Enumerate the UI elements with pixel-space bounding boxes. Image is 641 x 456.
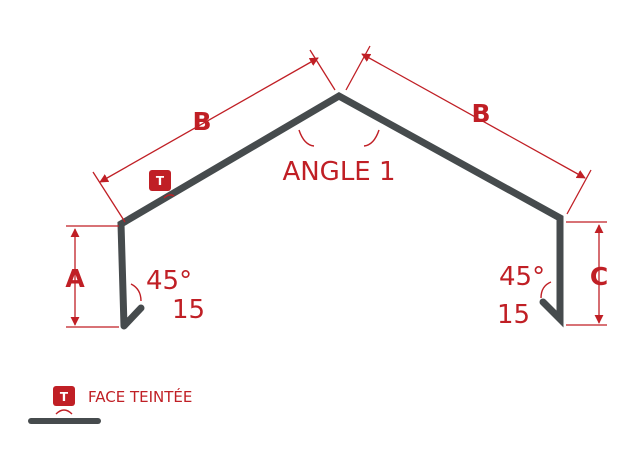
hem-angle-right: 45° (499, 262, 545, 292)
angle-arc-right (363, 129, 380, 147)
hem-arc-left (130, 283, 142, 302)
legend-pointer-icon (55, 409, 73, 415)
hem-length-left: 15 (172, 295, 205, 325)
legend-label: FACE TEINTÉE (88, 387, 192, 406)
dimension-a: A (65, 225, 119, 328)
dimension-label-c: C (590, 262, 608, 291)
angle-arc-left (298, 129, 315, 147)
dimension-label-b-right: B (471, 99, 490, 128)
badge-pointer-icon (163, 194, 175, 199)
tinted-face-badge: T (149, 170, 175, 199)
dimension-label-b-left: B (192, 107, 211, 136)
legend: T FACE TEINTÉE (28, 386, 192, 424)
angle-label: ANGLE 1 (282, 157, 395, 187)
hem-arc-right (540, 281, 552, 299)
hem-angle-left: 45° (146, 266, 192, 296)
legend-badge-icon (53, 386, 75, 406)
dimension-b-right: B (345, 45, 592, 215)
badge-letter: T (156, 174, 165, 188)
legend-badge-letter: T (60, 390, 69, 404)
hem-length-right: 15 (497, 300, 530, 330)
dimension-label-a: A (65, 264, 85, 293)
dimension-b-left: B (92, 49, 336, 223)
dimension-c: C (566, 221, 608, 326)
